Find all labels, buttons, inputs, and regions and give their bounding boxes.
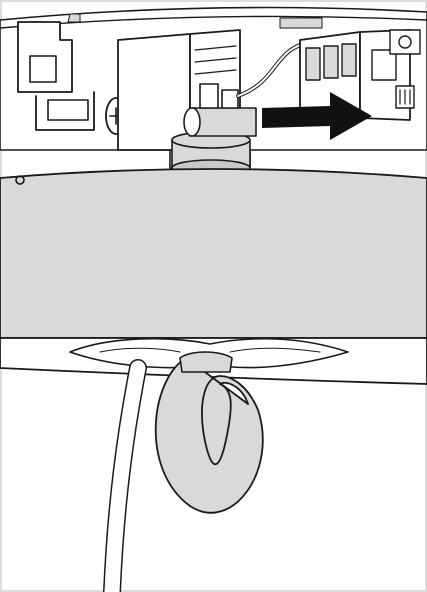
terminal-block	[299, 29, 421, 121]
left-mounting-clip	[17, 21, 95, 131]
ground-connector	[183, 40, 312, 137]
cable	[103, 359, 147, 592]
loop-hook	[154, 351, 264, 514]
direction-arrow	[262, 92, 372, 140]
